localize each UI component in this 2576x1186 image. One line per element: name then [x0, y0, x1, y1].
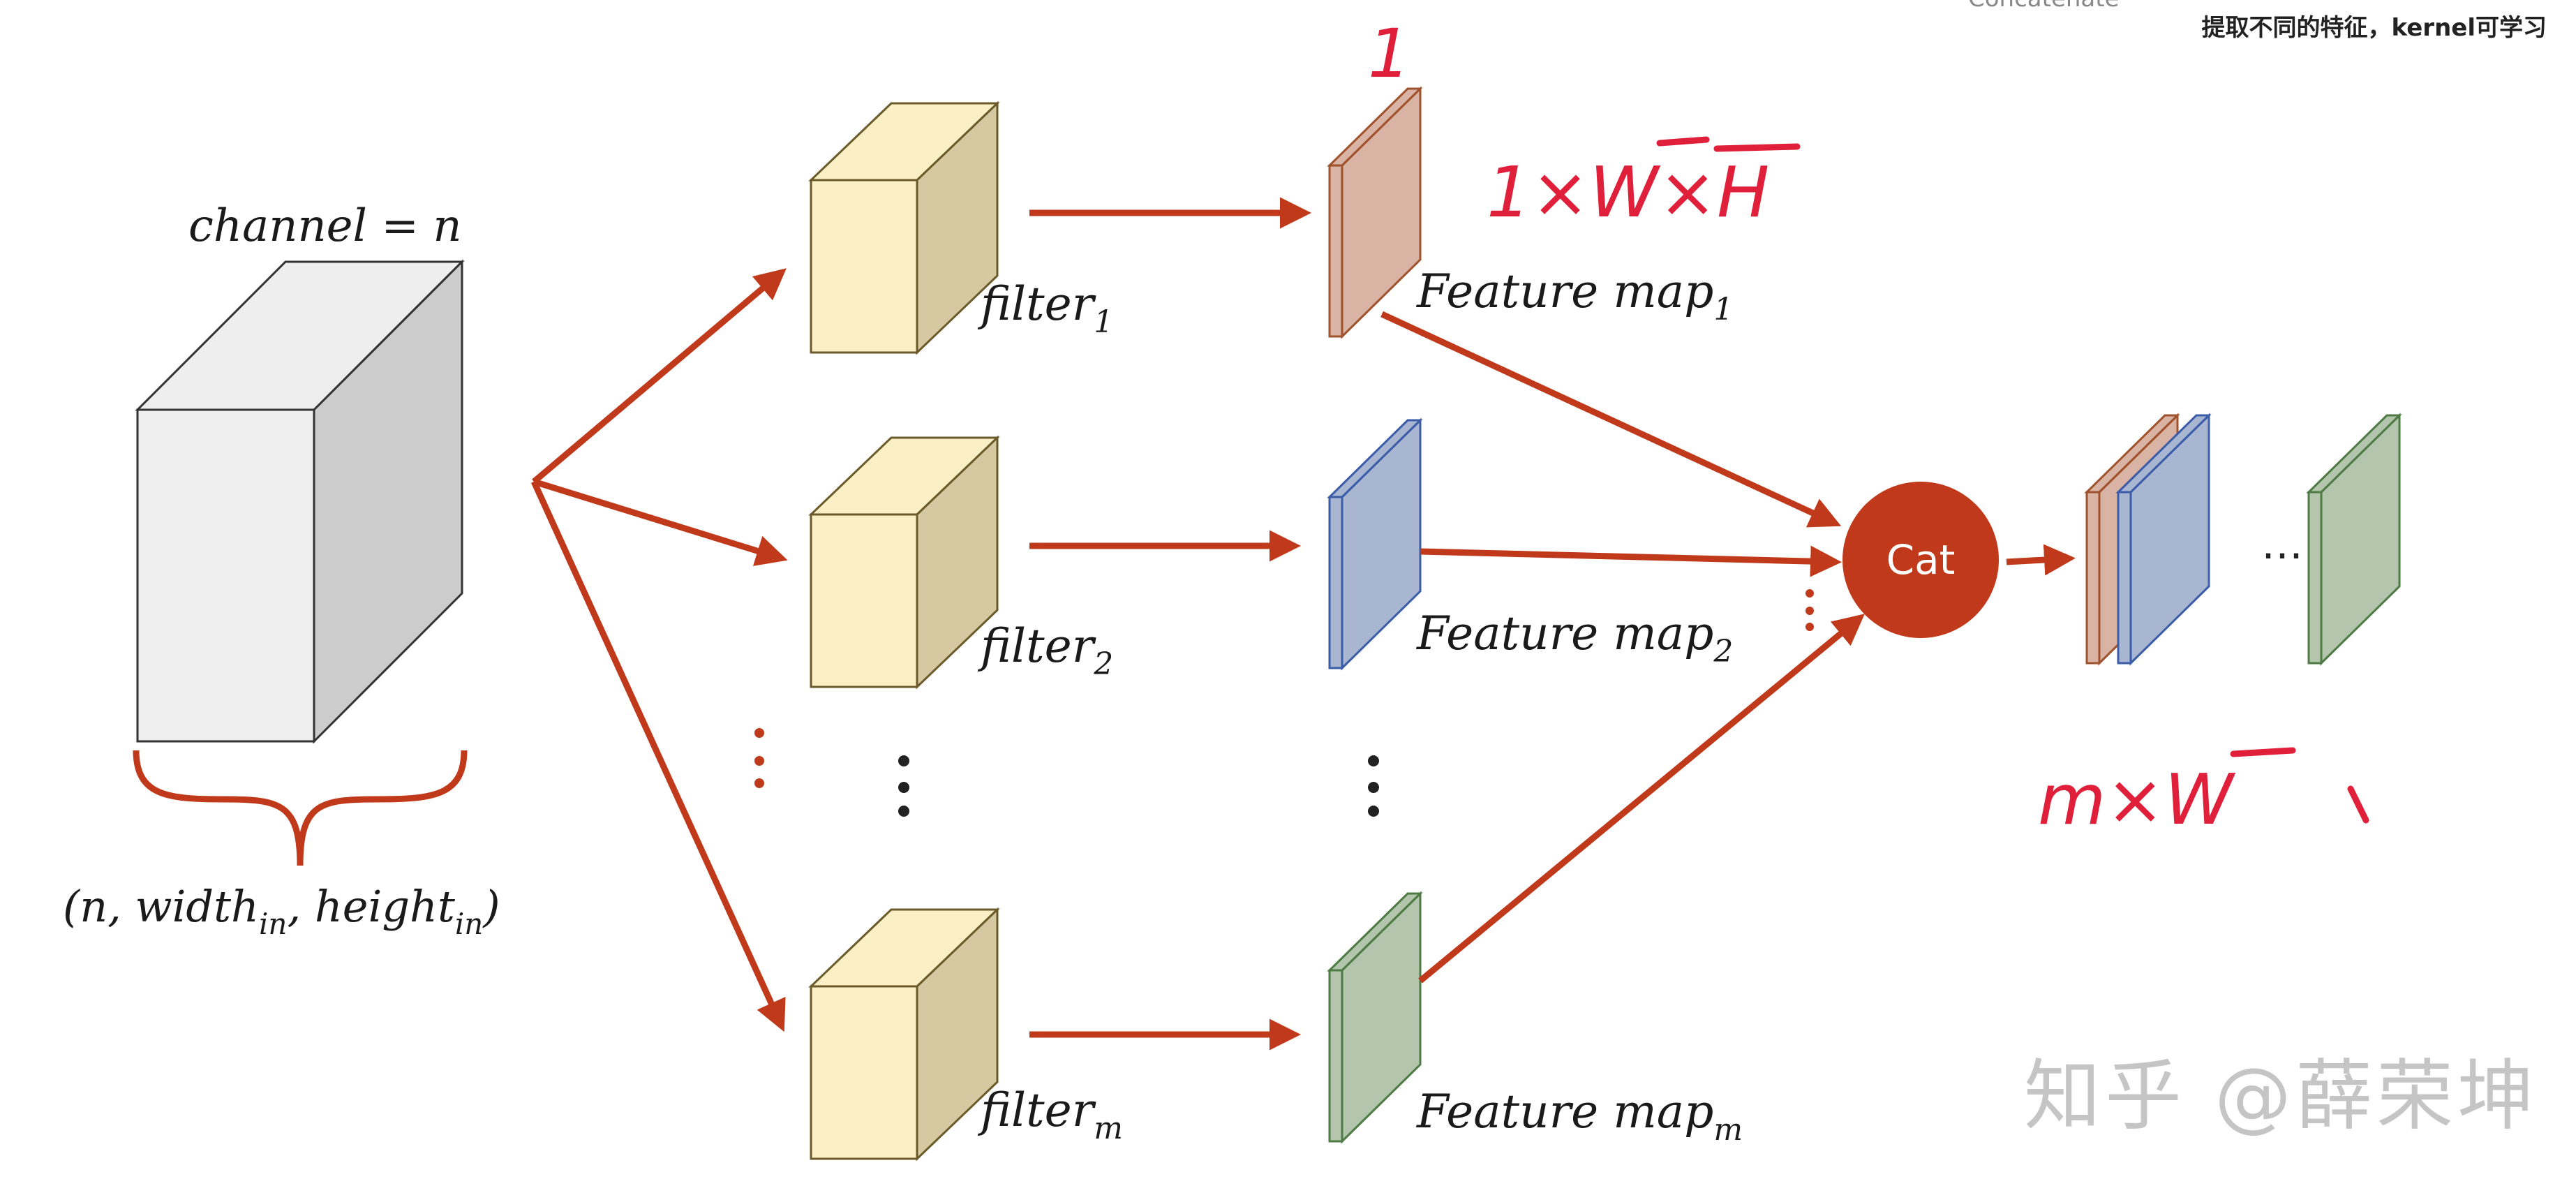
- arrow-map1-cat: [1380, 311, 1842, 528]
- output-stack: [2084, 413, 2402, 666]
- filter-1-cube: [808, 101, 1000, 355]
- input-brace: [133, 750, 468, 866]
- hand-w-bar-1: [1656, 136, 1710, 147]
- filter-1-label: filter1: [977, 277, 1113, 340]
- map-to-cat-arrows: [1380, 311, 2076, 984]
- cat-label: Cat: [1886, 536, 1956, 584]
- channel-label: channel = n: [188, 200, 462, 252]
- input-shape-label: (n, widthin, heightin): [63, 881, 500, 941]
- filter-cube-front: [810, 985, 918, 1160]
- feature-map-2-label: Feature map2: [1416, 607, 1733, 669]
- fanout-dots: [754, 728, 764, 788]
- filter-cube-front: [810, 513, 918, 688]
- input-cube: [135, 259, 465, 744]
- filter-2-label: filter2: [977, 619, 1113, 682]
- cat-input-dots: [1806, 589, 1814, 631]
- filter-to-map-arrows: [1029, 197, 1311, 1051]
- output-ellipsis: …: [2261, 520, 2303, 569]
- cat-node: [1842, 482, 1999, 638]
- arrow-cat-output: [2006, 544, 2076, 576]
- hand-featuremap-dims: 1×W×H: [1487, 151, 1769, 233]
- output-slab-m: [2306, 413, 2402, 666]
- hand-tick: [2347, 785, 2369, 824]
- hand-h-bar-1: [1713, 143, 1801, 152]
- watermark: 知乎 @薛荣坤: [2024, 1051, 2538, 1141]
- arrow-to-filter-m: [530, 480, 786, 1032]
- handwritten-annotations: 1 1×W×H m×W: [1368, 15, 2369, 840]
- hand-output-dims: m×W: [2038, 759, 2235, 840]
- output-slab-2: [2115, 413, 2212, 666]
- filter-ellipsis: [898, 755, 909, 817]
- filter-3-cube: [808, 907, 1000, 1162]
- caption-text: 提取不同的特征，kernel可学习: [2201, 14, 2547, 42]
- feature-map-2: [1327, 417, 1423, 671]
- hand-w-bar-2: [2230, 747, 2296, 757]
- clipped-top-text: Concatenate: [1968, 0, 2120, 13]
- feature-map-1-label: Feature map1: [1416, 265, 1733, 327]
- featuremap-ellipsis: [1368, 755, 1379, 817]
- filter-cube-front: [810, 179, 918, 354]
- hand-one: 1: [1368, 15, 1410, 93]
- arrow-mapm-cat: [1418, 614, 1865, 984]
- fanout-arrows: [530, 268, 788, 1032]
- arrow-to-filter-1: [532, 268, 787, 484]
- feature-map-3: [1327, 891, 1423, 1144]
- feature-map-3-label: Feature mapm: [1416, 1085, 1743, 1148]
- filters-group: filter1 filter2 filterm: [808, 101, 1123, 1162]
- filter-3-label: filterm: [977, 1083, 1123, 1146]
- arrow-map2-cat: [1420, 545, 1842, 577]
- input-cube-front: [136, 408, 315, 743]
- arrow-to-filter-2: [533, 478, 788, 566]
- feature-map-1: [1327, 86, 1423, 339]
- filter-2-cube: [808, 435, 1000, 690]
